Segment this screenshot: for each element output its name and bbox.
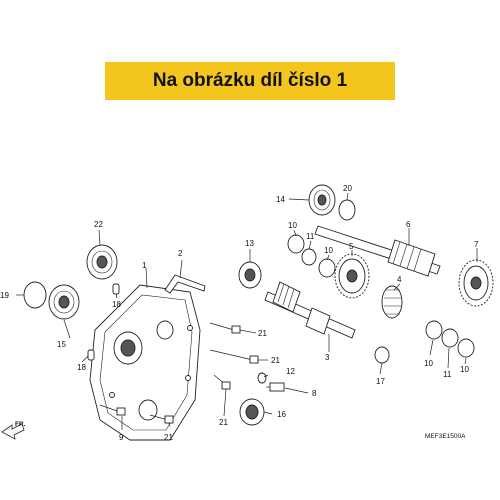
bolt-21-middle: [209, 349, 259, 364]
callout-13: 13: [245, 239, 254, 248]
bearing-14: [308, 184, 336, 216]
callout-18b: 18: [77, 363, 86, 372]
gear-4: [381, 285, 403, 319]
callout-8: 8: [312, 389, 317, 398]
bearing-22: [86, 244, 118, 280]
transmission-case-cover: [89, 284, 201, 441]
callout-10b: 10: [324, 246, 333, 255]
callout-11b: 11: [443, 370, 452, 379]
callout-1: 1: [142, 261, 147, 270]
bearing-13: [238, 261, 262, 289]
circlip-20: [338, 199, 356, 221]
callout-21a: 21: [258, 329, 267, 338]
leader-lines: [16, 192, 478, 430]
callout-5: 5: [349, 242, 354, 251]
bearing-15: [48, 284, 80, 320]
washer-10b: [318, 258, 336, 278]
washer-10a: [287, 234, 305, 254]
callout-21b: 21: [271, 356, 280, 365]
circlip-17: [374, 346, 390, 364]
callout-10c: 10: [424, 359, 433, 368]
front-label: FR.: [15, 421, 26, 428]
callout-21d: 21: [164, 433, 173, 442]
washer-12: [257, 372, 267, 384]
callout-4: 4: [397, 275, 402, 284]
washer-11b: [441, 328, 459, 348]
dowel-pin-18b: [87, 349, 95, 361]
part-number-banner: Na obrázku díl číslo 1: [105, 62, 395, 100]
callout-22: 22: [94, 220, 103, 229]
callout-15: 15: [57, 340, 66, 349]
drain-bolt-8: [266, 382, 285, 392]
callout-11a: 11: [306, 232, 315, 241]
callout-10d: 10: [460, 365, 469, 374]
callout-3: 3: [325, 353, 330, 362]
callout-20: 20: [343, 184, 352, 193]
callout-18a: 18: [112, 300, 121, 309]
callout-19: 19: [0, 291, 9, 300]
callout-labels: 1 2 3 4 5 6 7 8 9 10 10 10 10 11 11 12 1…: [0, 184, 479, 442]
washer-10d: [457, 338, 475, 358]
callout-7: 7: [474, 240, 479, 249]
countershaft-3: [264, 281, 356, 339]
callout-21c: 21: [219, 418, 228, 427]
front-direction-arrow: FR.: [1, 421, 26, 440]
bolt-21-upper: [209, 322, 241, 334]
washer-10c: [425, 320, 443, 340]
dowel-pin-18a: [112, 283, 120, 295]
callout-17: 17: [376, 377, 385, 386]
circlip-19: [23, 281, 47, 309]
callout-12: 12: [286, 367, 295, 376]
gear-7: [458, 259, 494, 307]
banner-text: Na obrázku díl číslo 1: [152, 70, 348, 91]
mainshaft-6: [314, 225, 441, 277]
gear-5: [334, 253, 370, 299]
bolt-21-lower: [213, 374, 231, 390]
oil-seal-16: [239, 398, 265, 426]
callout-9: 9: [119, 433, 124, 442]
callout-16: 16: [277, 410, 286, 419]
callout-2: 2: [178, 249, 183, 258]
callout-6: 6: [406, 220, 411, 229]
bolt-9: [99, 404, 126, 416]
breather-tube: [164, 274, 206, 294]
diagram-code: MEF3E1500A: [425, 433, 466, 440]
callout-10a: 10: [288, 221, 297, 230]
washer-11a: [301, 248, 317, 266]
callout-14: 14: [276, 195, 285, 204]
